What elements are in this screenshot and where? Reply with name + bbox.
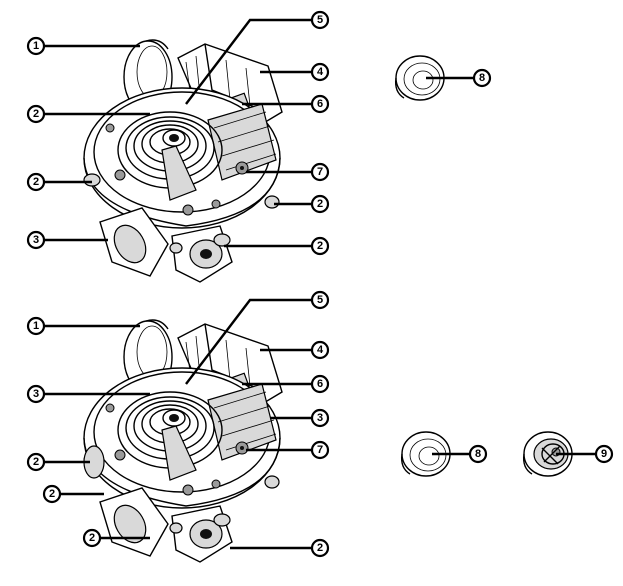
callout-1: 1 <box>26 316 46 336</box>
callout-label: 5 <box>317 294 323 306</box>
callout-label: 2 <box>317 542 323 554</box>
callout-2: 2 <box>26 104 46 124</box>
callout-label: 1 <box>33 40 39 52</box>
callout-3: 3 <box>26 230 46 250</box>
leader-line <box>185 298 320 385</box>
callout-label: 8 <box>475 448 481 460</box>
upper-assembly: 1 2 2 3 5 4 6 7 2 2 <box>26 10 330 283</box>
callout-2: 2 <box>82 528 102 548</box>
callout-label: 3 <box>33 234 39 246</box>
callout-4: 4 <box>310 62 330 82</box>
callout-2: 2 <box>310 538 330 558</box>
callout-label: 4 <box>317 344 324 356</box>
callout-label: 8 <box>479 72 485 84</box>
callout-2: 2 <box>310 236 330 256</box>
callout-label: 2 <box>33 176 39 188</box>
callout-label: 2 <box>317 198 323 210</box>
gland-drawing <box>522 431 573 477</box>
callout-label: 3 <box>317 412 323 424</box>
callout-3: 3 <box>310 408 330 428</box>
callout-label: 4 <box>317 66 324 78</box>
callout-2: 2 <box>310 194 330 214</box>
callout-label: 5 <box>317 14 323 26</box>
housing-drawing <box>83 319 283 563</box>
leader-line <box>185 18 320 105</box>
callout-8: 8 <box>468 444 488 464</box>
lower-assembly: 1 3 2 2 2 5 4 6 3 7 2 <box>26 290 330 563</box>
callout-label: 2 <box>49 488 55 500</box>
gland-lower: 9 <box>522 431 614 477</box>
callout-5: 5 <box>310 290 330 310</box>
callout-label: 3 <box>33 388 39 400</box>
callout-label: 2 <box>33 456 39 468</box>
callout-label: 2 <box>33 108 39 120</box>
callout-4: 4 <box>310 340 330 360</box>
callout-label: 7 <box>317 444 323 456</box>
callout-8: 8 <box>472 68 492 88</box>
callout-label: 6 <box>317 378 323 390</box>
callout-label: 1 <box>33 320 39 332</box>
plug-lower: 8 <box>400 431 488 477</box>
callout-label: 2 <box>317 240 323 252</box>
callout-7: 7 <box>310 162 330 182</box>
callout-1: 1 <box>26 36 46 56</box>
callout-6: 6 <box>310 94 330 114</box>
callout-2: 2 <box>26 452 46 472</box>
callout-label: 6 <box>317 98 323 110</box>
callout-label: 9 <box>601 448 607 460</box>
callout-label: 2 <box>89 532 95 544</box>
callout-6: 6 <box>310 374 330 394</box>
callout-2: 2 <box>42 484 62 504</box>
plug-upper: 8 <box>394 55 492 101</box>
callout-5: 5 <box>310 10 330 30</box>
callout-2: 2 <box>26 172 46 192</box>
callout-label: 7 <box>317 166 323 178</box>
callout-3: 3 <box>26 384 46 404</box>
callout-9: 9 <box>594 444 614 464</box>
callout-7: 7 <box>310 440 330 460</box>
